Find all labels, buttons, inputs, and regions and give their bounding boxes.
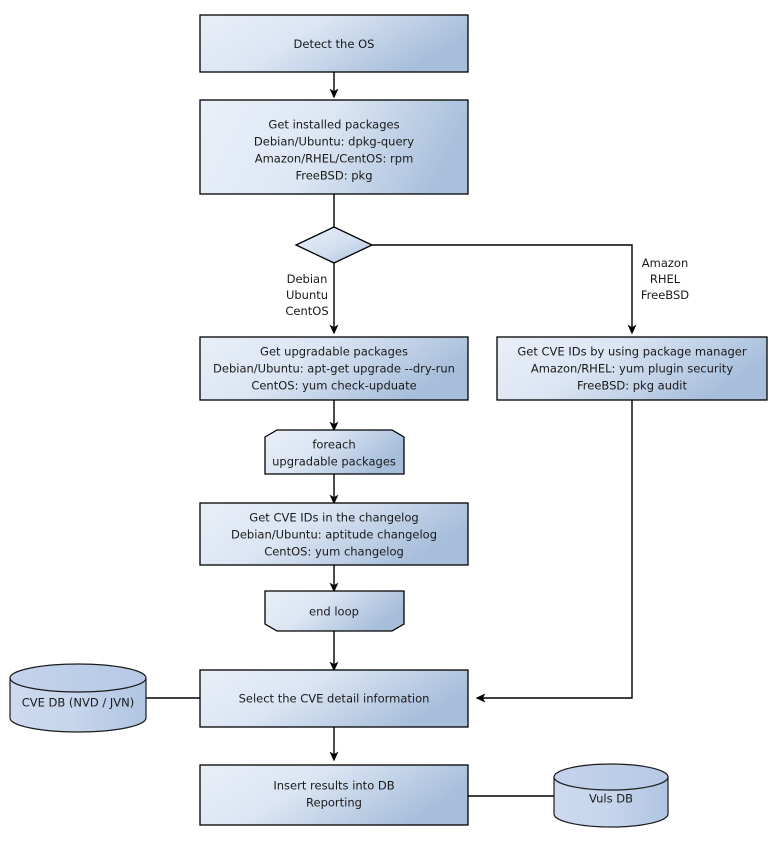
branch-left-line-2: CentOS bbox=[285, 304, 328, 318]
branch-right-line-2: FreeBSD bbox=[641, 288, 689, 302]
branch-right-line-1: RHEL bbox=[650, 272, 681, 286]
get-cve-ids-pkg-manager-label-0: Get CVE IDs by using package manager bbox=[517, 345, 747, 359]
foreach-loop-label-1: upgradable packages bbox=[272, 455, 396, 469]
get-upgradable-packages-label-2: CentOS: yum check-upduate bbox=[251, 379, 416, 393]
get-installed-packages-box[interactable] bbox=[199, 99, 469, 195]
foreach-loop-label-0: foreach bbox=[312, 438, 355, 452]
edges-layer bbox=[146, 72, 637, 797]
branch-label-right: Amazon RHEL FreeBSD bbox=[641, 256, 689, 302]
node-vuls-db[interactable]: Vuls DB bbox=[553, 763, 669, 828]
get-upgradable-packages-box[interactable] bbox=[199, 336, 469, 401]
select-cve-detail-box[interactable] bbox=[199, 669, 469, 728]
branch-left-line-1: Ubuntu bbox=[286, 288, 328, 302]
node-os-decision[interactable] bbox=[294, 226, 374, 264]
node-get-installed-packages[interactable]: Get installed packages Debian/Ubuntu: dp… bbox=[199, 99, 469, 195]
vuls-db-cylinder-body[interactable] bbox=[553, 776, 669, 828]
branch-left-line-0: Debian bbox=[287, 272, 328, 286]
get-upgradable-packages-label-1: Debian/Ubuntu: apt-get upgrade --dry-run bbox=[213, 362, 455, 376]
get-installed-packages-label-3: FreeBSD: pkg bbox=[295, 169, 372, 183]
node-get-upgradable-packages[interactable]: Get upgradable packages Debian/Ubuntu: a… bbox=[199, 336, 469, 401]
edge-decision-right-branch bbox=[372, 244, 637, 335]
node-cve-db[interactable]: CVE DB (NVD / JVN) bbox=[9, 663, 147, 733]
os-decision-diamond[interactable] bbox=[294, 226, 374, 264]
insert-results-box[interactable] bbox=[199, 764, 469, 826]
select-cve-detail-label-0: Select the CVE detail information bbox=[239, 692, 430, 706]
node-get-cve-ids-changelog[interactable]: Get CVE IDs in the changelog Debian/Ubun… bbox=[199, 502, 469, 566]
node-foreach-loop[interactable]: foreach upgradable packages bbox=[264, 429, 405, 475]
node-detect-os[interactable]: Detect the OS bbox=[199, 14, 469, 73]
node-insert-results[interactable]: Insert results into DB Reporting bbox=[199, 764, 469, 826]
branch-right-line-0: Amazon bbox=[642, 256, 688, 270]
get-cve-ids-changelog-label-0: Get CVE IDs in the changelog bbox=[249, 511, 418, 525]
get-upgradable-packages-label-0: Get upgradable packages bbox=[260, 345, 408, 359]
get-installed-packages-label-0: Get installed packages bbox=[268, 118, 399, 132]
get-installed-packages-label-2: Amazon/RHEL/CentOS: rpm bbox=[255, 152, 414, 166]
get-cve-ids-changelog-label-1: Debian/Ubuntu: aptitude changelog bbox=[231, 528, 437, 542]
node-end-loop[interactable]: end loop bbox=[264, 590, 405, 632]
vuls-db-cylinder-top bbox=[553, 763, 669, 791]
end-loop-label-0: end loop bbox=[309, 605, 359, 619]
cve-db-label: CVE DB (NVD / JVN) bbox=[22, 696, 135, 710]
insert-results-label-1: Reporting bbox=[306, 796, 362, 810]
branch-label-left: Debian Ubuntu CentOS bbox=[285, 272, 328, 318]
get-cve-ids-pkg-manager-box[interactable] bbox=[496, 336, 768, 401]
get-cve-ids-pkg-manager-label-1: Amazon/RHEL: yum plugin security bbox=[531, 362, 733, 376]
node-select-cve-detail[interactable]: Select the CVE detail information bbox=[199, 669, 469, 728]
get-cve-ids-changelog-label-2: CentOS: yum changelog bbox=[264, 545, 404, 559]
edge-right-branch-to-select bbox=[475, 400, 633, 703]
get-installed-packages-label-1: Debian/Ubuntu: dpkg-query bbox=[254, 135, 414, 149]
detect-os-label-0: Detect the OS bbox=[294, 37, 375, 51]
insert-results-label-0: Insert results into DB bbox=[273, 779, 394, 793]
get-cve-ids-changelog-box[interactable] bbox=[199, 502, 469, 566]
cve-db-cylinder-top bbox=[9, 663, 147, 693]
node-get-cve-ids-pkg-manager[interactable]: Get CVE IDs by using package manager Ama… bbox=[496, 336, 768, 401]
end-loop-shape[interactable] bbox=[264, 590, 405, 632]
get-cve-ids-pkg-manager-label-2: FreeBSD: pkg audit bbox=[577, 379, 688, 393]
foreach-loop-shape[interactable] bbox=[264, 429, 405, 475]
vuls-db-label: Vuls DB bbox=[589, 792, 633, 806]
detect-os-box[interactable] bbox=[199, 14, 469, 73]
cve-db-cylinder-body[interactable] bbox=[9, 677, 147, 733]
